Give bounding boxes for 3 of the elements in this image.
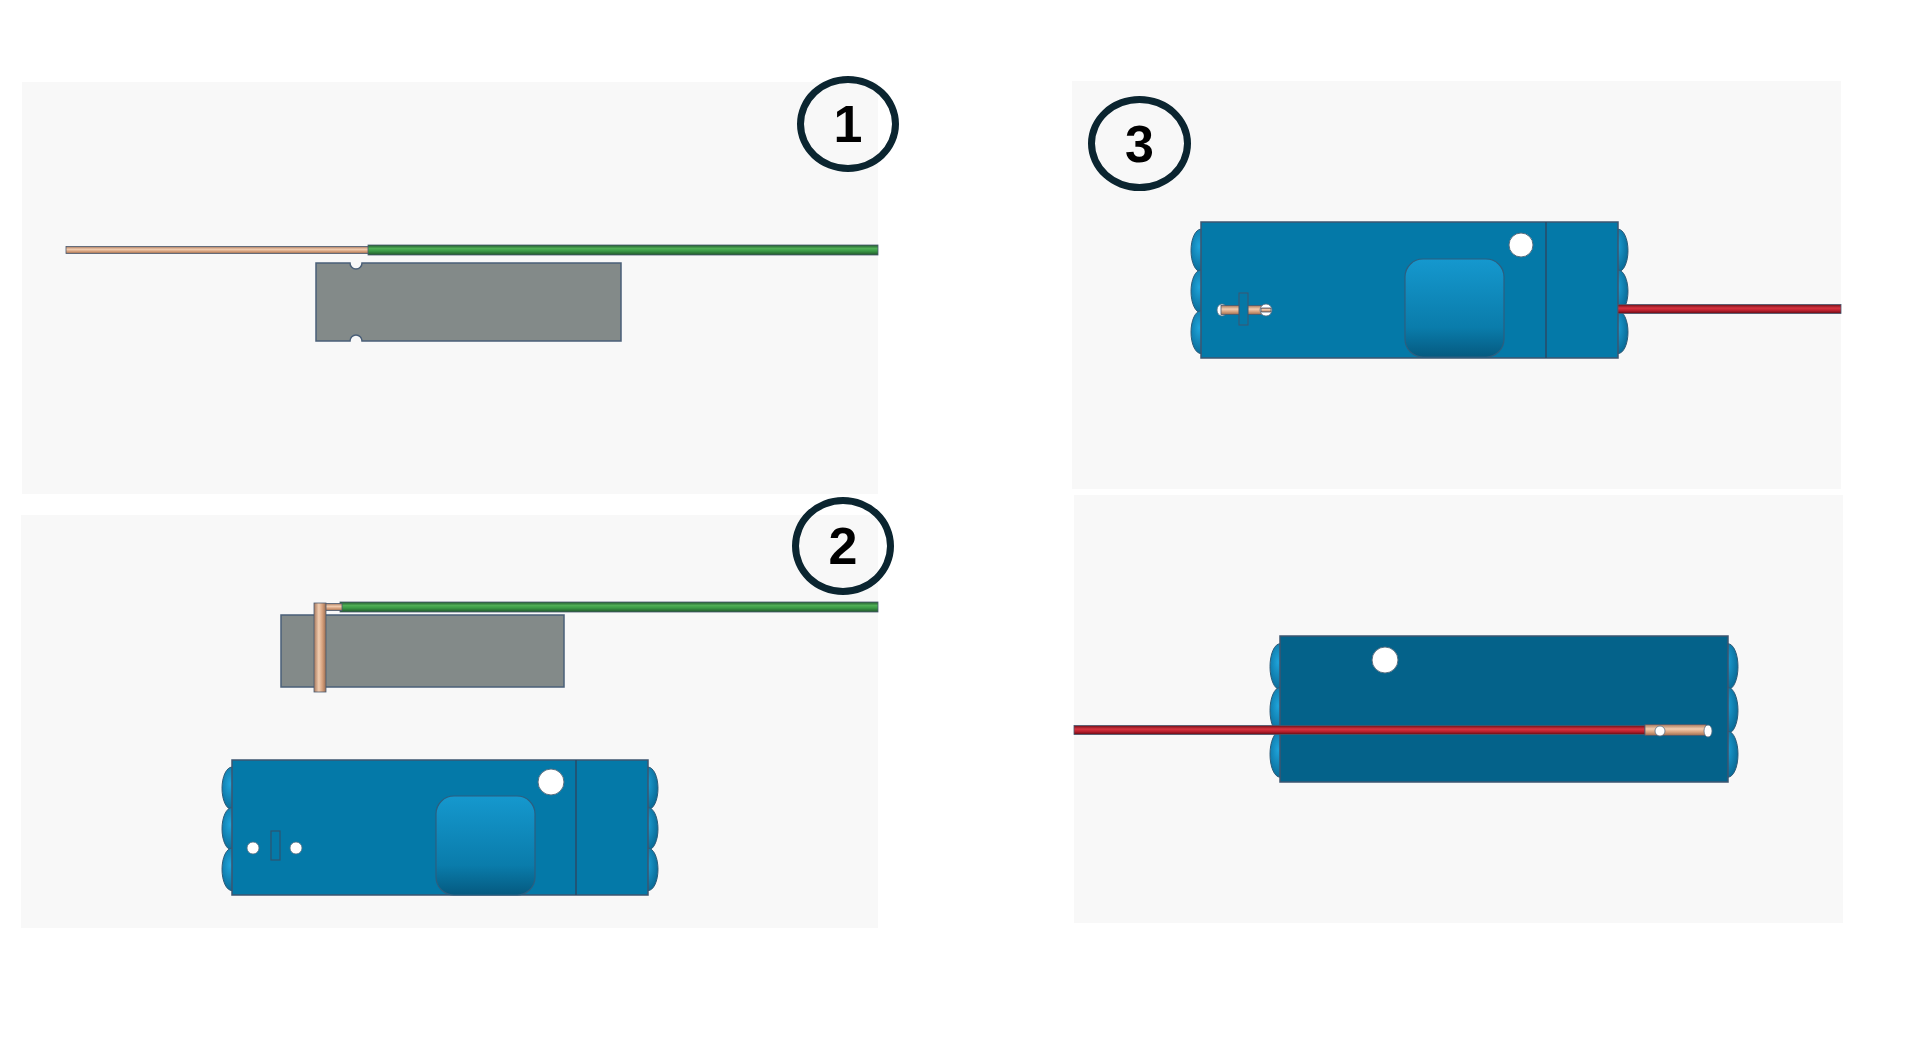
step-number: 3 (1088, 96, 1191, 191)
step-number: 2 (792, 497, 894, 595)
step-number: 1 (797, 76, 899, 172)
